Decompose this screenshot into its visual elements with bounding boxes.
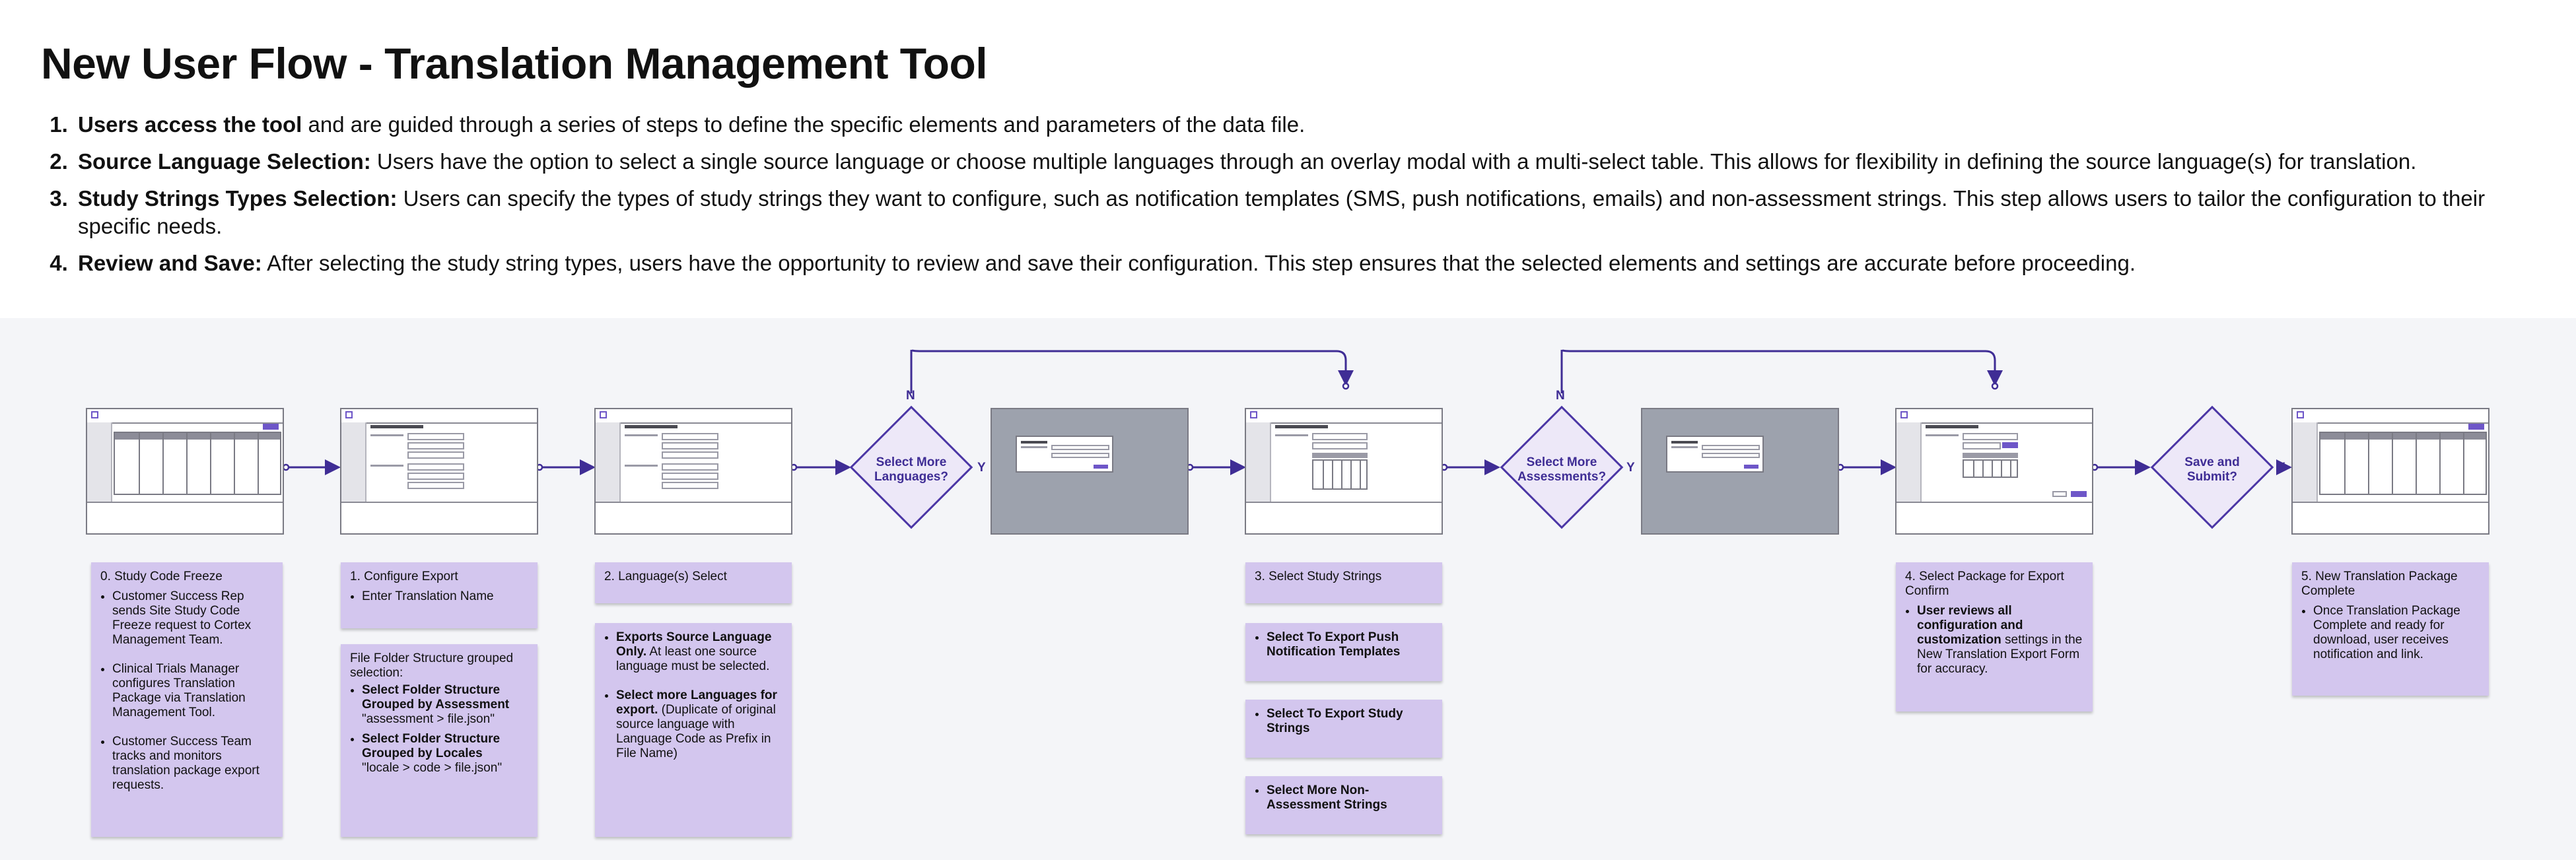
- wireframe-study-strings: [1245, 408, 1443, 535]
- option-heading: Select More Non-Assessment Strings: [1267, 783, 1387, 812]
- step-item: Study Strings Types Selection: Users can…: [74, 185, 2537, 240]
- step-heading: Study Strings Types Selection:: [78, 186, 398, 211]
- card-bullet: Exports Source Language Only. At least o…: [616, 630, 783, 674]
- decision-yes-label: Y: [977, 461, 986, 475]
- card-folder-structure: File Folder Structure grouped selection:…: [341, 644, 538, 837]
- logo-icon: [600, 411, 607, 418]
- decision-no-label: N: [906, 389, 915, 403]
- option-heading: Select Folder Structure Grouped by Asses…: [362, 683, 510, 711]
- logo-icon: [1900, 411, 1908, 418]
- option-text: settings in the New Translation Export F…: [1917, 633, 2083, 676]
- step-text: Users have the option to select a single…: [370, 149, 2417, 174]
- step-heading: Review and Save:: [78, 251, 262, 275]
- card-bullets: Exports Source Language Only. At least o…: [604, 630, 783, 761]
- option-heading: Select To Export Study Strings: [1267, 707, 1403, 735]
- card-bullets: Select Folder Structure Grouped by Asses…: [350, 683, 528, 776]
- step-text: After selecting the study string types, …: [261, 251, 2136, 275]
- logo-icon: [1250, 411, 1257, 418]
- loop-connector: [910, 349, 1354, 393]
- card-configure-export: 1. Configure Export Enter Translation Na…: [341, 562, 538, 628]
- logo-icon: [2297, 411, 2304, 418]
- flow-canvas: Select More Languages? Y N Select More A…: [0, 318, 2576, 860]
- card-language-select: 2. Language(s) Select: [595, 562, 792, 603]
- decision-save-label: Save and Submit?: [2184, 455, 2240, 484]
- card-bullet: Customer Success Rep sends Site Study Co…: [112, 589, 273, 647]
- card-bullets: Once Translation Package Complete and re…: [2301, 604, 2480, 662]
- wireframe-export-confirm: [1895, 408, 2093, 535]
- step-heading: Source Language Selection:: [78, 149, 371, 174]
- option-heading: Select more Languages for export.: [616, 688, 777, 717]
- card-string-option: Select To Export Push Notification Templ…: [1245, 623, 1442, 681]
- card-study-code-freeze: 0. Study Code Freeze Customer Success Re…: [91, 562, 283, 837]
- card-package-complete: 5. New Translation Package Complete Once…: [2292, 562, 2489, 696]
- card-bullet: Once Translation Package Complete and re…: [2313, 604, 2480, 662]
- step-text: and are guided through a series of steps…: [302, 112, 1305, 137]
- wireframe-assessment-modal: [1641, 408, 1839, 535]
- step-item: Source Language Selection: Users have th…: [74, 148, 2537, 176]
- card-bullet: Clinical Trials Manager configures Trans…: [112, 662, 273, 720]
- option-heading: Select Folder Structure Grouped by Local…: [362, 732, 501, 760]
- card-title: 5. New Translation Package Complete: [2301, 570, 2458, 598]
- card-bullet: Customer Success Team tracks and monitor…: [112, 735, 273, 793]
- wireframe-language-modal: [991, 408, 1189, 535]
- card-export-confirm: 4. Select Package for Export Confirm Use…: [1896, 562, 2093, 711]
- step-heading: Users access the tool: [78, 112, 302, 137]
- step-item: Review and Save: After selecting the stu…: [74, 249, 2537, 277]
- card-bullet: Select To Export Push Notification Templ…: [1267, 630, 1433, 659]
- card-select-study-strings: 3. Select Study Strings: [1245, 562, 1442, 603]
- decision-yes-label: Y: [1626, 461, 1635, 475]
- option-path: "locale > code > file.json": [362, 761, 503, 775]
- card-string-option: Select More Non-Assessment Strings: [1245, 776, 1442, 834]
- option-heading: Exports Source Language Only.: [616, 630, 772, 659]
- card-intro: File Folder Structure grouped selection:: [350, 651, 514, 680]
- card-title: 2. Language(s) Select: [604, 570, 727, 583]
- card-title: 1. Configure Export: [350, 570, 458, 583]
- loop-connector: [1560, 349, 2003, 393]
- card-title: 4. Select Package for Export Confirm: [1905, 570, 2064, 598]
- card-bullet: Select Folder Structure Grouped by Local…: [362, 732, 528, 776]
- wireframe-study-list: [86, 408, 284, 535]
- card-title: 0. Study Code Freeze: [100, 570, 223, 583]
- card-string-option: Select To Export Study Strings: [1245, 700, 1442, 758]
- card-bullet: User reviews all configuration and custo…: [1917, 604, 2083, 677]
- step-text: Users can specify the types of study str…: [78, 186, 2486, 238]
- option-text: At least one source language must be sel…: [616, 645, 770, 673]
- card-bullet: Select more Languages for export. (Dupli…: [616, 688, 783, 761]
- card-bullet: Select More Non-Assessment Strings: [1267, 783, 1433, 812]
- wireframe-language-select: [594, 408, 792, 535]
- logo-icon: [345, 411, 353, 418]
- decision-assessments-label: Select More Assessments?: [1517, 455, 1607, 484]
- card-bullet: Select Folder Structure Grouped by Asses…: [362, 683, 528, 727]
- card-bullets: Enter Translation Name: [350, 589, 528, 604]
- card-language-options: Exports Source Language Only. At least o…: [595, 623, 792, 837]
- logo-icon: [91, 411, 98, 418]
- card-bullets: User reviews all configuration and custo…: [1905, 604, 2083, 677]
- decision-languages-label: Select More Languages?: [874, 455, 948, 484]
- card-bullets: Customer Success Rep sends Site Study Co…: [100, 589, 273, 793]
- flow-connectors: [282, 349, 2292, 475]
- wireframe-package-complete: [2291, 408, 2489, 535]
- decision-no-label: N: [1556, 389, 1565, 403]
- card-bullet: Enter Translation Name: [362, 589, 528, 604]
- step-item: Users access the tool and are guided thr…: [74, 111, 2537, 139]
- page-title: New User Flow - Translation Management T…: [41, 39, 988, 88]
- wireframe-configure-export: [340, 408, 538, 535]
- option-text: (Duplicate of original source language w…: [616, 703, 776, 760]
- card-title: 3. Select Study Strings: [1255, 570, 1382, 583]
- card-bullet: Select To Export Study Strings: [1267, 707, 1433, 736]
- option-path: "assessment > file.json": [362, 712, 495, 726]
- step-list: Users access the tool and are guided thr…: [46, 111, 2537, 286]
- decision-yes-label: Y: [2277, 461, 2285, 475]
- option-heading: Select To Export Push Notification Templ…: [1267, 630, 1401, 659]
- option-heading: User reviews all configuration and custo…: [1917, 604, 2023, 647]
